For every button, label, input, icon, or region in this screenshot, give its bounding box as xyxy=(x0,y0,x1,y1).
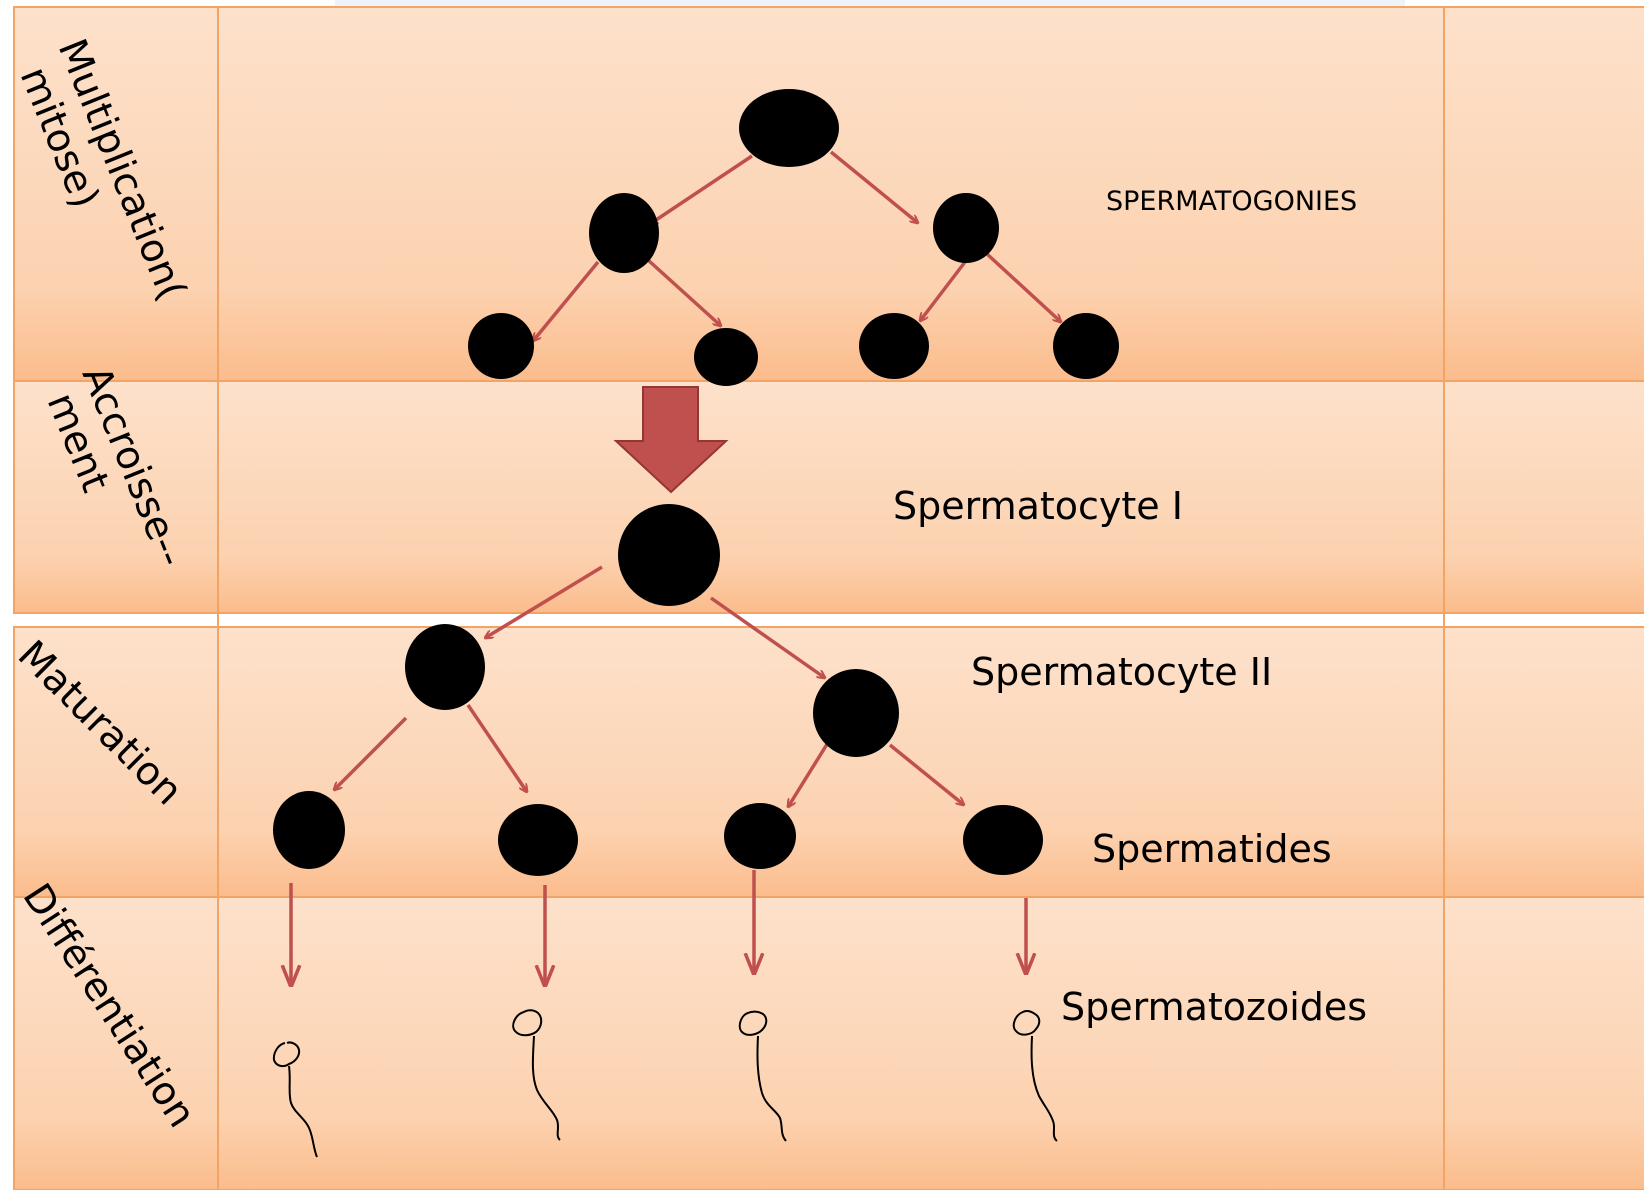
label-spermatocyte-2: Spermatocyte II xyxy=(971,650,1272,694)
cells xyxy=(273,89,1119,876)
band-maturation xyxy=(13,626,1644,898)
bands xyxy=(13,6,1644,1190)
spermatocyte-2-cell xyxy=(405,624,485,710)
spermatocyte-2-cell xyxy=(813,669,899,757)
arrow xyxy=(533,260,600,341)
arrow xyxy=(788,740,831,807)
spermatogonium-cell xyxy=(1053,313,1119,379)
spermatocyte-1-cell xyxy=(618,504,720,606)
stage-labels: SPERMATOGONIES Spermatocyte I Spermatocy… xyxy=(893,186,1367,1029)
spermatogonium-cell xyxy=(859,313,929,379)
spermatogonium-cell xyxy=(468,313,534,379)
label-spermatogonies: SPERMATOGONIES xyxy=(1106,186,1357,217)
arrow xyxy=(485,565,603,638)
arrow xyxy=(650,154,753,224)
spermatozoon-icon xyxy=(738,1010,787,1142)
label-spermatides: Spermatides xyxy=(1092,827,1332,871)
arrow xyxy=(466,704,527,792)
arrow xyxy=(829,150,918,223)
label-spermatocyte-1: Spermatocyte I xyxy=(893,484,1183,528)
spermatid-cell xyxy=(724,803,796,869)
spermatid-cell xyxy=(963,805,1043,875)
arrow xyxy=(985,252,1061,322)
top-strip xyxy=(335,0,1405,6)
spermatogonium-cell xyxy=(933,193,999,263)
band-multiplication xyxy=(13,6,1644,382)
spermatozoon-icon xyxy=(272,1041,318,1158)
arrows xyxy=(291,150,1061,985)
label-spermatozoides: Spermatozoides xyxy=(1061,985,1367,1029)
spermatid-cell xyxy=(498,804,578,876)
arrow xyxy=(888,743,964,805)
spermatogonium-cell xyxy=(739,89,839,167)
spermatozoa xyxy=(272,1009,1058,1158)
spermatozoon-icon xyxy=(512,1009,561,1141)
spermatid-cell xyxy=(273,791,345,869)
arrow xyxy=(709,596,825,678)
arrow xyxy=(646,258,721,326)
growth-block-arrow xyxy=(613,386,729,494)
spermatozoon-icon xyxy=(1012,1009,1058,1142)
arrow xyxy=(920,260,967,321)
band-accroissement xyxy=(13,380,1644,614)
arrow xyxy=(334,716,408,790)
band-differentiation xyxy=(13,896,1644,1190)
spermatogonium-cell xyxy=(694,328,758,386)
spermatogonium-cell xyxy=(589,193,659,273)
